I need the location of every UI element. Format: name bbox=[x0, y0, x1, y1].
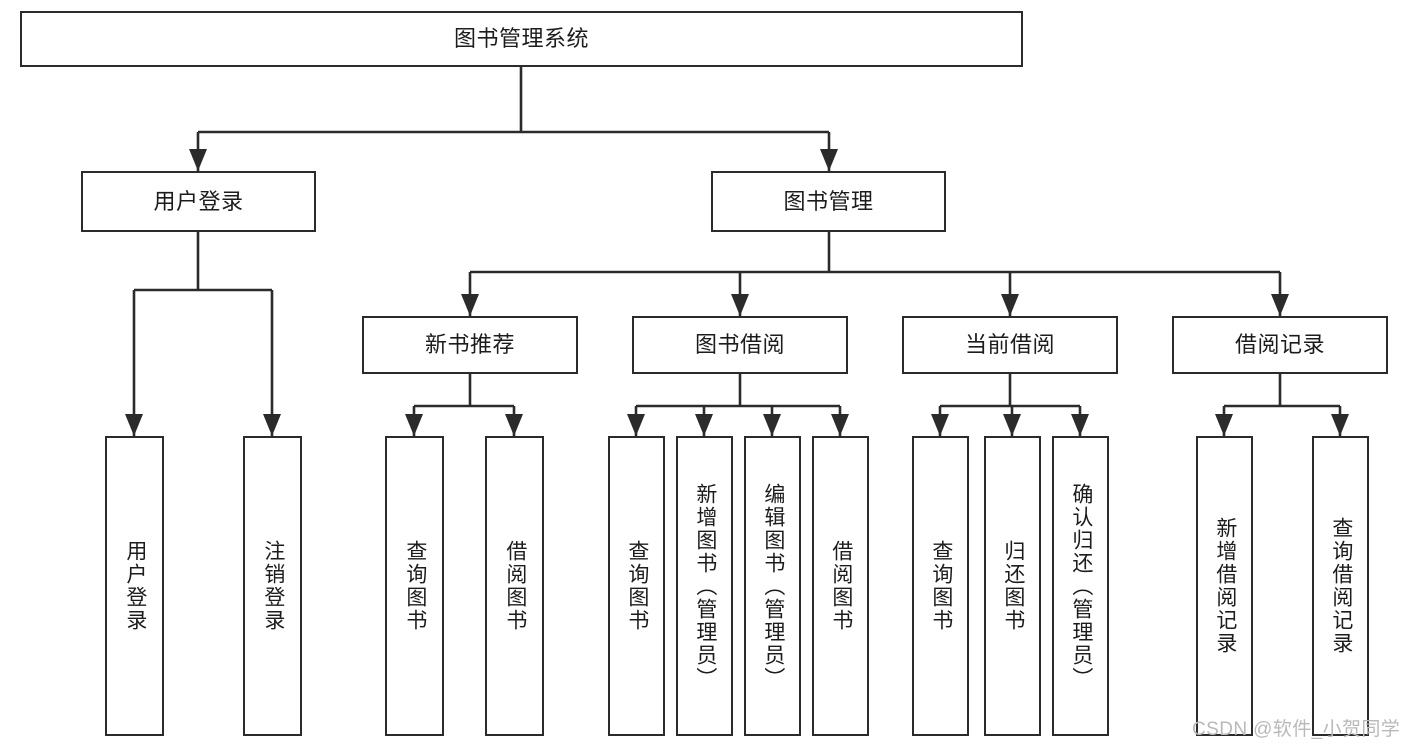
node-label-borrow-2: 新增图书（管理员） bbox=[693, 482, 717, 690]
arrow-icon-records-children-1 bbox=[1331, 414, 1349, 436]
node-label-current-3: 确认归还（管理员） bbox=[1069, 482, 1093, 690]
arrow-icon-new-children-0 bbox=[405, 414, 423, 436]
arrow-icon-current-children-2 bbox=[1071, 414, 1089, 436]
node-new-1[interactable]: 查询图书 bbox=[385, 436, 444, 736]
node-label-records-1: 新增借阅记录 bbox=[1213, 517, 1237, 655]
node-label-new-1: 查询图书 bbox=[403, 540, 427, 632]
node-label-current-1: 查询图书 bbox=[929, 540, 953, 632]
node-current-3[interactable]: 确认归还（管理员） bbox=[1052, 436, 1109, 736]
node-current-2[interactable]: 归还图书 bbox=[984, 436, 1041, 736]
arrow-icon-mgmt-children-0 bbox=[461, 294, 479, 316]
arrow-icon-current-children-1 bbox=[1003, 414, 1021, 436]
node-new-2[interactable]: 借阅图书 bbox=[485, 436, 544, 736]
node-records-1[interactable]: 新增借阅记录 bbox=[1196, 436, 1253, 736]
node-borrow-4[interactable]: 借阅图书 bbox=[812, 436, 869, 736]
node-label-root: 图书管理系统 bbox=[453, 26, 589, 52]
node-borrow[interactable]: 图书借阅 bbox=[632, 316, 848, 374]
arrow-icon-borrow-children-0 bbox=[627, 414, 645, 436]
node-records-2[interactable]: 查询借阅记录 bbox=[1312, 436, 1369, 736]
arrow-icon-mgmt-children-2 bbox=[1001, 294, 1019, 316]
node-login-1[interactable]: 用户登录 bbox=[105, 436, 164, 736]
arrow-icon-records-children-0 bbox=[1215, 414, 1233, 436]
node-label-borrow-1: 查询图书 bbox=[625, 540, 649, 632]
node-label-borrow: 图书借阅 bbox=[694, 332, 785, 358]
node-label-login-1: 用户登录 bbox=[123, 540, 147, 632]
node-label-borrow-3: 编辑图书（管理员） bbox=[761, 482, 785, 690]
node-newbooks[interactable]: 新书推荐 bbox=[362, 316, 578, 374]
arrow-icon-login-children-0 bbox=[125, 414, 143, 436]
node-borrow-2[interactable]: 新增图书（管理员） bbox=[676, 436, 733, 736]
arrow-icon-borrow-children-3 bbox=[831, 414, 849, 436]
arrow-icon-mgmt-children-1 bbox=[731, 294, 749, 316]
node-current[interactable]: 当前借阅 bbox=[902, 316, 1118, 374]
node-label-newbooks: 新书推荐 bbox=[424, 332, 515, 358]
node-label-bookmgmt: 图书管理 bbox=[783, 188, 874, 214]
node-records[interactable]: 借阅记录 bbox=[1172, 316, 1388, 374]
node-bookmgmt[interactable]: 图书管理 bbox=[711, 171, 946, 232]
node-label-current-2: 归还图书 bbox=[1001, 540, 1025, 632]
arrow-icon-current-children-0 bbox=[931, 414, 949, 436]
node-root[interactable]: 图书管理系统 bbox=[20, 11, 1023, 67]
node-borrow-3[interactable]: 编辑图书（管理员） bbox=[744, 436, 801, 736]
node-label-records: 借阅记录 bbox=[1234, 332, 1325, 358]
arrow-icon-new-children-1 bbox=[505, 414, 523, 436]
node-label-login: 用户登录 bbox=[153, 188, 244, 214]
arrow-icon-login-children-1 bbox=[263, 414, 281, 436]
arrow-icon-root-children-1 bbox=[820, 149, 838, 171]
node-label-current: 当前借阅 bbox=[964, 332, 1055, 358]
node-label-login-2: 注销登录 bbox=[261, 540, 285, 632]
arrow-icon-borrow-children-1 bbox=[695, 414, 713, 436]
node-login[interactable]: 用户登录 bbox=[81, 171, 316, 232]
arrow-icon-root-children-0 bbox=[189, 149, 207, 171]
arrow-icon-borrow-children-2 bbox=[763, 414, 781, 436]
node-label-new-2: 借阅图书 bbox=[503, 540, 527, 632]
node-label-records-2: 查询借阅记录 bbox=[1329, 517, 1353, 655]
node-current-1[interactable]: 查询图书 bbox=[912, 436, 969, 736]
node-label-borrow-4: 借阅图书 bbox=[829, 540, 853, 632]
arrow-icon-mgmt-children-3 bbox=[1271, 294, 1289, 316]
node-login-2[interactable]: 注销登录 bbox=[243, 436, 302, 736]
node-borrow-1[interactable]: 查询图书 bbox=[608, 436, 665, 736]
